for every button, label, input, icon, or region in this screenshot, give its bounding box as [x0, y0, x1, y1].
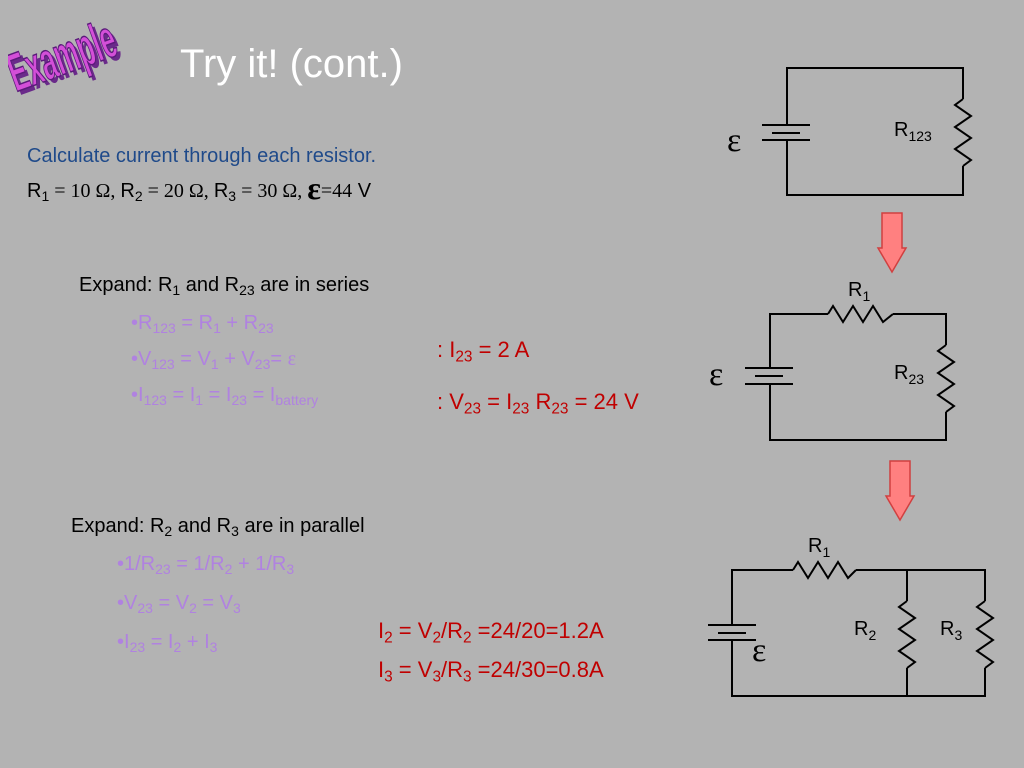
c3-wire-left: [731, 569, 793, 625]
c3-wire-bottom: [731, 640, 986, 697]
c3-resistor-r1: [792, 560, 857, 580]
c2-wire-top-right: [893, 313, 947, 345]
series-bullet-resistance: •R123 = R1 + R23: [131, 312, 274, 336]
c2-wire-left: [769, 313, 828, 368]
down-arrow-2: [884, 460, 916, 522]
circuit-3: [708, 560, 995, 697]
circuit-1: [762, 67, 973, 196]
c3-resistor-r2: [897, 600, 917, 669]
example-logo: Example Example: [8, 18, 128, 107]
parallel-heading: Expand: R2 and R3 are in parallel: [71, 515, 365, 539]
series-heading: Expand: R1 and R23 are in series: [79, 274, 370, 298]
c3-label-r2: R2: [854, 618, 876, 643]
c3-wire-top: [856, 569, 986, 601]
series-bullet-current: •I123 = I1 = I23 = Ibattery: [131, 384, 319, 408]
c2-emf-symbol: ε: [709, 356, 723, 393]
problem-prompt: Calculate current through each resistor.: [27, 145, 377, 167]
result-i23: : I23 = 2 A: [437, 337, 530, 366]
c2-resistor-r23: [936, 344, 956, 413]
emf-symbol: ε: [307, 170, 321, 206]
c2-label-r1: R1: [848, 279, 870, 304]
series-bullet-voltage: •V123 = V1 + V23= ε: [131, 348, 297, 372]
parallel-bullet-current: •I23 = I2 + I3: [117, 631, 218, 655]
parallel-bullet-voltage: •V23 = V2 = V3: [117, 592, 241, 616]
c1-resistor-r123: [953, 98, 973, 167]
result-i3: I3 = V3/R3 =24/30=0.8A: [378, 657, 604, 686]
result-v23: : V23 = I23 R23 = 24 V: [437, 389, 639, 418]
c3-label-r3: R3: [940, 618, 962, 643]
c2-wire-bottom: [769, 384, 947, 441]
result-i2: I2 = V2/R2 =24/20=1.2A: [378, 618, 604, 647]
c1-wire-top: [786, 67, 964, 125]
c1-emf-symbol: ε: [727, 122, 741, 159]
page-title: Try it! (cont.): [180, 42, 403, 86]
c3-emf-symbol: ε: [752, 632, 766, 669]
down-arrow-1: [876, 212, 908, 274]
parallel-bullet-resistance: •1/R23 = 1/R2 + 1/R3: [117, 553, 295, 577]
circuit-2: [745, 304, 956, 441]
given-values: R1 = 10 Ω, R2 = 20 Ω, R3 = 30 Ω, ε=44 V: [27, 170, 372, 206]
c3-label-r1: R1: [808, 535, 830, 560]
c2-resistor-r1: [827, 304, 894, 324]
c2-label-r23: R23: [894, 362, 924, 387]
c1-wire-bottom: [786, 140, 964, 196]
c1-label-r123: R123: [894, 119, 932, 144]
c3-resistor-r3: [975, 600, 995, 669]
